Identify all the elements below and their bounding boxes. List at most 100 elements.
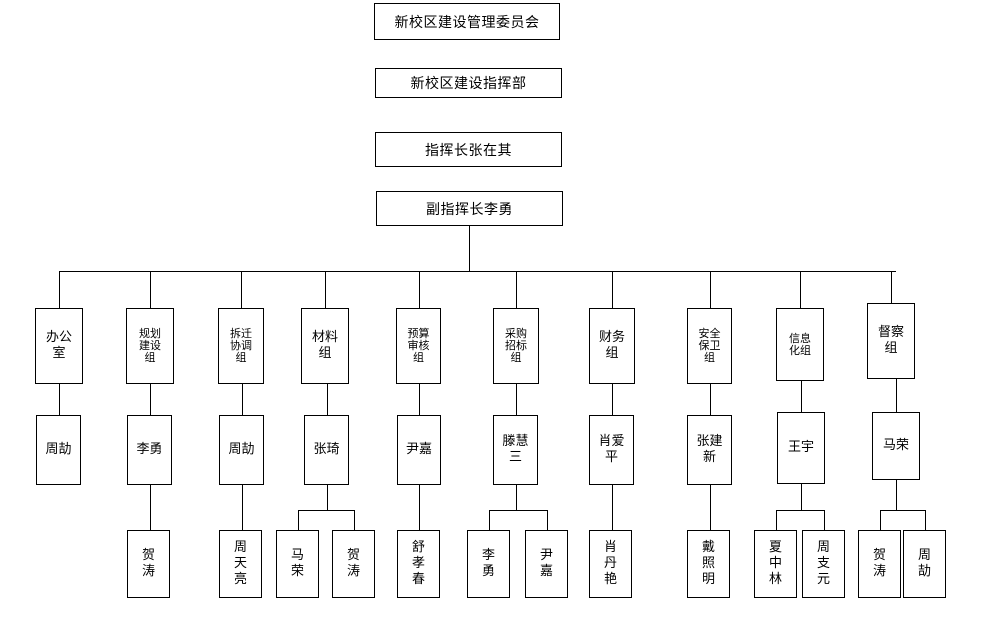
member-box: 尹嘉: [525, 530, 568, 598]
member-bus-line: [776, 510, 825, 511]
group-box-label: 信息化组: [789, 331, 811, 357]
leader-link-line: [896, 379, 897, 412]
group-box-label: 督察组: [877, 325, 904, 356]
group-box: 预算审核组: [396, 308, 441, 384]
leader-box: 张建新: [687, 415, 732, 485]
leader-link-line: [242, 384, 243, 415]
group-drop-line: [419, 271, 420, 308]
member-box: 贺涛: [858, 530, 901, 598]
leader-box: 周劼: [219, 415, 264, 485]
member-drop-line: [880, 510, 881, 530]
member-box-label: 周天亮: [233, 540, 247, 587]
member-box-label: 李勇: [481, 548, 495, 579]
hq-label: 新校区建设指挥部: [410, 76, 527, 92]
member-box: 贺涛: [127, 530, 170, 598]
member-drop-line: [925, 510, 926, 530]
member-box: 李勇: [467, 530, 510, 598]
group-drop-line: [241, 271, 242, 308]
group-box: 信息化组: [776, 308, 824, 381]
member-link-line: [612, 485, 613, 530]
leader-link-line: [327, 384, 328, 415]
leader-box: 马荣: [872, 412, 920, 480]
member-box-label: 贺涛: [346, 548, 360, 579]
group-drop-line: [59, 271, 60, 308]
group-drop-line: [891, 271, 892, 303]
member-bus-line: [298, 510, 355, 511]
member-box-label: 周支元: [816, 540, 830, 587]
member-drop-line: [298, 510, 299, 530]
leader-box: 张琦: [304, 415, 349, 485]
group-box: 拆迁协调组: [218, 308, 264, 384]
group-drop-line: [516, 271, 517, 308]
member-box-label: 贺涛: [141, 548, 155, 579]
member-box: 马荣: [276, 530, 319, 598]
hq-box: 新校区建设指挥部: [375, 68, 562, 98]
leader-box: 尹嘉: [397, 415, 441, 485]
member-bus-line: [489, 510, 548, 511]
member-drop-line: [776, 510, 777, 530]
member-box-label: 马荣: [290, 548, 304, 579]
member-box-label: 贺涛: [872, 548, 886, 579]
group-box-label: 拆迁协调组: [230, 327, 252, 364]
member-link-line: [516, 485, 517, 510]
group-box: 财务组: [589, 308, 635, 384]
group-drop-line: [150, 271, 151, 308]
member-box: 周天亮: [219, 530, 262, 598]
group-box-label: 采购招标组: [505, 327, 527, 364]
leader-link-line: [150, 384, 151, 415]
group-drop-line: [612, 271, 613, 308]
member-box-label: 舒孝春: [411, 540, 425, 587]
leader-box-label: 李勇: [136, 442, 163, 457]
committee-label: 新校区建设管理委员会: [394, 14, 540, 31]
member-box: 周劼: [903, 530, 946, 598]
deputy-label: 副指挥长李勇: [426, 201, 513, 218]
member-box: 贺涛: [332, 530, 375, 598]
member-box-label: 肖丹艳: [603, 540, 617, 587]
leader-link-line: [612, 384, 613, 415]
group-box-label: 预算审核组: [407, 327, 430, 364]
member-link-line: [419, 485, 420, 530]
leader-link-line: [59, 384, 60, 415]
member-link-line: [801, 484, 802, 510]
leader-link-line: [801, 381, 802, 412]
group-box: 材料组: [301, 308, 349, 384]
group-box-label: 安全保卫组: [698, 327, 721, 364]
group-box-label: 财务组: [598, 330, 625, 361]
leader-box-label: 张建新: [696, 434, 723, 465]
member-link-line: [896, 480, 897, 510]
group-box: 采购招标组: [493, 308, 539, 384]
group-box-label: 材料组: [311, 330, 338, 361]
member-box: 戴照明: [687, 530, 730, 598]
member-box: 周支元: [802, 530, 845, 598]
deputy-box: 副指挥长李勇: [376, 191, 563, 226]
leader-box: 李勇: [127, 415, 172, 485]
group-drop-line: [710, 271, 711, 308]
leader-box-label: 马荣: [882, 438, 909, 453]
member-box-label: 夏中林: [768, 540, 782, 587]
leader-link-line: [710, 384, 711, 415]
group-box: 督察组: [867, 303, 915, 379]
group-bus-line: [60, 271, 896, 272]
member-box: 舒孝春: [397, 530, 440, 598]
committee-box: 新校区建设管理委员会: [374, 3, 560, 40]
leader-box-label: 肖爱平: [598, 434, 625, 465]
group-box: 规划建设组: [126, 308, 174, 384]
member-box-label: 戴照明: [701, 540, 715, 587]
leader-box: 周劼: [36, 415, 81, 485]
member-link-line: [327, 485, 328, 510]
member-box: 肖丹艳: [589, 530, 632, 598]
member-link-line: [150, 485, 151, 530]
member-drop-line: [547, 510, 548, 530]
group-drop-line: [800, 271, 801, 308]
leader-box-label: 周劼: [45, 442, 72, 457]
member-box: 夏中林: [754, 530, 797, 598]
member-box-label: 尹嘉: [539, 548, 553, 579]
member-drop-line: [489, 510, 490, 530]
leader-box-label: 滕慧三: [502, 434, 529, 465]
leader-box: 滕慧三: [493, 415, 538, 485]
member-box-label: 周劼: [917, 548, 931, 579]
leader-link-line: [419, 384, 420, 415]
group-drop-line: [325, 271, 326, 308]
leader-box-label: 张琦: [313, 442, 340, 457]
